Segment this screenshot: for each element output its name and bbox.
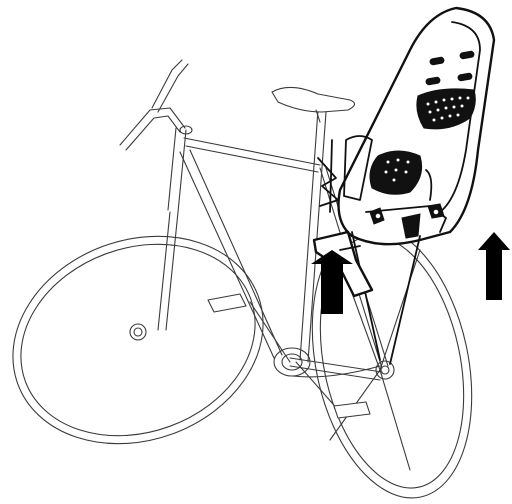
drivetrain [208,294,380,418]
handlebar [120,60,192,150]
bicycle-frame [158,110,388,380]
front-hub [130,324,146,340]
saddle [272,87,355,122]
mount-arrow-right [478,232,510,300]
rear-hub [376,361,394,379]
front-wheel [0,202,292,477]
